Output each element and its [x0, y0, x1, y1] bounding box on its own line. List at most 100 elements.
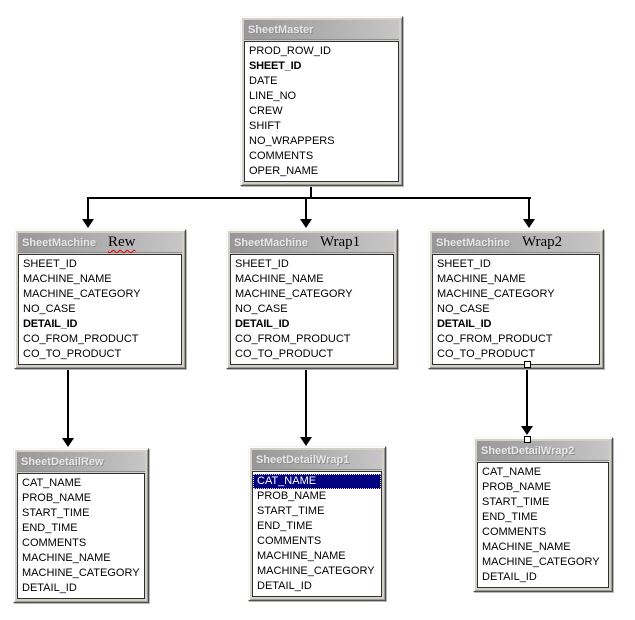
field-row[interactable]: CO_TO_PRODUCT: [235, 348, 334, 360]
field-row[interactable]: CO_FROM_PRODUCT: [235, 333, 351, 345]
connector-master-to-rew[interactable]: [87, 197, 89, 220]
connector-wrap2-to-detail[interactable]: [526, 365, 528, 427]
field-row[interactable]: CO_TO_PRODUCT: [23, 348, 122, 360]
field-row[interactable]: PROD_ROW_ID: [249, 45, 331, 57]
field-row[interactable]: MACHINE_CATEGORY: [22, 567, 140, 579]
field-row[interactable]: CAT_NAME: [482, 466, 542, 478]
table-title: SheetMaster: [248, 23, 314, 36]
field-row[interactable]: COMMENTS: [22, 537, 87, 549]
field-row[interactable]: START_TIME: [482, 496, 550, 508]
table-sheetmachine-wrap1-fields: SHEET_ID MACHINE_NAME MACHINE_CATEGORY N…: [230, 254, 394, 365]
field-row[interactable]: SHIFT: [249, 120, 281, 132]
table-sheetmaster-titlebar[interactable]: SheetMaster: [244, 20, 399, 40]
field-row[interactable]: MACHINE_CATEGORY: [235, 288, 353, 300]
connector-selection-handle-bottom[interactable]: [524, 436, 531, 443]
field-row[interactable]: DETAIL_ID: [235, 318, 290, 330]
field-row[interactable]: NO_CASE: [23, 303, 76, 315]
field-row[interactable]: NO_CASE: [235, 303, 288, 315]
connector-selection-handle-top[interactable]: [524, 361, 531, 368]
field-row[interactable]: COMMENTS: [482, 526, 547, 538]
table-sheetmachine-rew-fields: SHEET_ID MACHINE_NAME MACHINE_CATEGORY N…: [18, 254, 182, 365]
table-title: SheetDetailRew: [21, 455, 104, 468]
arrowhead-rew-to-detail: [62, 438, 74, 447]
field-row[interactable]: START_TIME: [22, 507, 90, 519]
table-sheetdetailrew-fields: CAT_NAME PROB_NAME START_TIME END_TIME C…: [17, 473, 145, 599]
field-row[interactable]: DETAIL_ID: [482, 571, 537, 583]
field-row[interactable]: SHEET_ID: [437, 258, 491, 270]
field-row[interactable]: DETAIL_ID: [22, 582, 77, 594]
field-row[interactable]: MACHINE_NAME: [437, 273, 526, 285]
field-row[interactable]: MACHINE_CATEGORY: [482, 556, 600, 568]
field-row[interactable]: MACHINE_NAME: [235, 273, 324, 285]
table-sheetdetailrew-titlebar[interactable]: SheetDetailRew: [17, 452, 145, 472]
field-row-selected[interactable]: CAT_NAME: [253, 474, 381, 489]
field-row[interactable]: NO_WRAPPERS: [249, 135, 335, 147]
arrowhead-wrap1-to-detail: [300, 437, 312, 446]
table-title: SheetDetailWrap1: [256, 453, 350, 466]
field-row[interactable]: DATE: [249, 75, 278, 87]
field-row[interactable]: END_TIME: [482, 511, 538, 523]
field-row[interactable]: PROB_NAME: [22, 492, 92, 504]
connector-rew-to-detail[interactable]: [67, 367, 69, 438]
table-sheetmaster[interactable]: SheetMaster PROD_ROW_ID SHEET_ID DATE LI…: [240, 16, 403, 186]
table-sheetmachine-wrap2-fields: SHEET_ID MACHINE_NAME MACHINE_CATEGORY N…: [432, 254, 600, 365]
table-sheetdetailwrap2[interactable]: SheetDetailWrap2 CAT_NAME PROB_NAME STAR…: [473, 437, 613, 592]
field-row[interactable]: COMMENTS: [249, 150, 314, 162]
field-row[interactable]: DETAIL_ID: [437, 318, 492, 330]
field-row[interactable]: CO_FROM_PRODUCT: [23, 333, 139, 345]
table-sheetmachine-wrap1[interactable]: SheetMachine Wrap1 SHEET_ID MACHINE_NAME…: [226, 229, 398, 369]
field-row[interactable]: CREW: [249, 105, 283, 117]
connector-wrap1-to-detail[interactable]: [305, 368, 307, 437]
field-row[interactable]: PROB_NAME: [482, 481, 552, 493]
field-row[interactable]: COMMENTS: [257, 535, 322, 547]
arrowhead-master-to-wrap2: [523, 219, 535, 228]
field-row[interactable]: CAT_NAME: [22, 477, 82, 489]
table-sheetmachine-wrap2-titlebar[interactable]: SheetMachine Wrap2: [432, 233, 600, 253]
connector-master-to-wrap1[interactable]: [305, 197, 307, 220]
field-row[interactable]: MACHINE_NAME: [22, 552, 111, 564]
field-row[interactable]: END_TIME: [257, 520, 313, 532]
field-row[interactable]: CO_TO_PRODUCT: [437, 348, 536, 360]
field-row[interactable]: CO_FROM_PRODUCT: [437, 333, 553, 345]
field-row[interactable]: START_TIME: [257, 505, 325, 517]
table-title: SheetMachine: [436, 236, 510, 249]
field-row[interactable]: MACHINE_NAME: [257, 550, 346, 562]
table-title-annotation[interactable]: Rew: [107, 234, 136, 250]
table-sheetdetailrew[interactable]: SheetDetailRew CAT_NAME PROB_NAME START_…: [13, 448, 149, 603]
table-sheetmachine-wrap1-titlebar[interactable]: SheetMachine Wrap1: [230, 233, 394, 253]
table-title: SheetMachine: [22, 236, 96, 249]
table-title-annotation[interactable]: Wrap1: [319, 234, 361, 250]
field-row[interactable]: SHEET_ID: [235, 258, 289, 270]
arrowhead-wrap2-to-detail: [521, 426, 533, 435]
field-row[interactable]: PROB_NAME: [257, 490, 327, 502]
field-row[interactable]: MACHINE_CATEGORY: [23, 288, 141, 300]
field-row[interactable]: SHEET_ID: [249, 60, 302, 72]
field-row[interactable]: MACHINE_NAME: [482, 541, 571, 553]
field-row[interactable]: MACHINE_CATEGORY: [437, 288, 555, 300]
table-sheetdetailwrap2-titlebar[interactable]: SheetDetailWrap2: [477, 441, 609, 461]
field-row[interactable]: NO_CASE: [437, 303, 490, 315]
field-row[interactable]: SHEET_ID: [23, 258, 77, 270]
table-sheetmachine-rew-titlebar[interactable]: SheetMachine Rew: [18, 233, 182, 253]
arrowhead-master-to-rew: [82, 219, 94, 228]
table-sheetmachine-rew[interactable]: SheetMachine Rew SHEET_ID MACHINE_NAME M…: [14, 229, 186, 369]
table-title: SheetMachine: [234, 236, 308, 249]
connector-master-horizontal[interactable]: [88, 197, 531, 199]
field-row[interactable]: END_TIME: [22, 522, 78, 534]
table-sheetdetailwrap1-fields: CAT_NAME PROB_NAME START_TIME END_TIME C…: [252, 471, 382, 597]
arrowhead-master-to-wrap1: [300, 219, 312, 228]
field-row[interactable]: DETAIL_ID: [257, 580, 312, 592]
table-sheetmachine-wrap2[interactable]: SheetMachine Wrap2 SHEET_ID MACHINE_NAME…: [428, 229, 604, 369]
table-title-annotation[interactable]: Wrap2: [521, 234, 563, 250]
field-row[interactable]: DETAIL_ID: [23, 318, 78, 330]
field-row[interactable]: MACHINE_NAME: [23, 273, 112, 285]
connector-master-to-wrap2[interactable]: [528, 197, 530, 220]
table-sheetdetailwrap1[interactable]: SheetDetailWrap1 CAT_NAME PROB_NAME STAR…: [248, 446, 386, 601]
field-row[interactable]: LINE_NO: [249, 90, 297, 102]
table-sheetmaster-fields: PROD_ROW_ID SHEET_ID DATE LINE_NO CREW S…: [244, 41, 399, 182]
connector-master-trunk[interactable]: [310, 183, 312, 199]
table-sheetdetailwrap1-titlebar[interactable]: SheetDetailWrap1: [252, 450, 382, 470]
field-row[interactable]: OPER_NAME: [249, 165, 319, 177]
field-row[interactable]: MACHINE_CATEGORY: [257, 565, 375, 577]
